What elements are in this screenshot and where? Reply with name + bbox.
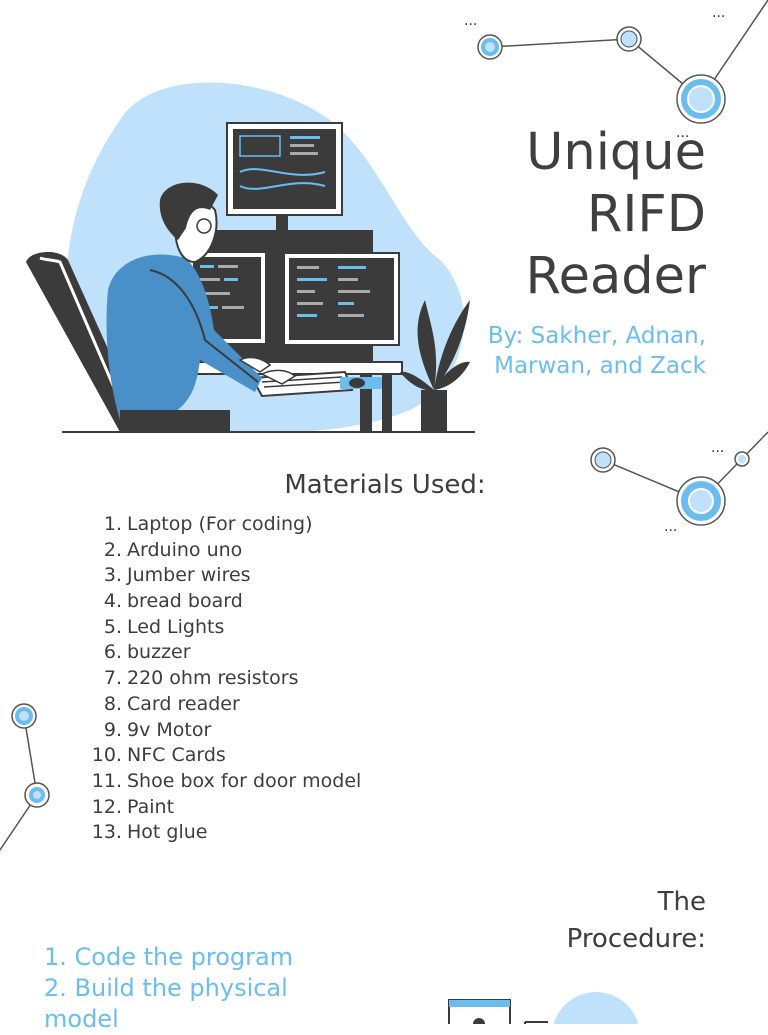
- material-item: 1.Laptop (For coding): [80, 512, 480, 538]
- procedure-step: 1. Code the program: [44, 943, 294, 971]
- material-item-text: Laptop (For coding): [127, 513, 313, 535]
- material-item: 8.Card reader: [80, 692, 480, 718]
- network-decoration-middle: ... ...: [590, 431, 768, 535]
- material-item-number: 8.: [103, 692, 122, 715]
- material-item-number: 7.: [103, 667, 122, 690]
- material-item-text: NFC Cards: [127, 744, 226, 767]
- procedure-step: 2. Build the physical: [44, 974, 288, 1002]
- authors-line: Marwan, and Zack: [494, 353, 706, 379]
- programmer-at-computer-illustration: [26, 82, 475, 433]
- partial-illustration-bottom: [448, 992, 639, 1024]
- material-item: 10.NFC Cards: [80, 743, 480, 769]
- material-item-number: 10.: [91, 744, 122, 767]
- material-item-number: 1.: [103, 513, 122, 535]
- svg-text:...: ...: [464, 13, 477, 29]
- material-item-number: 4.: [103, 590, 122, 613]
- title-line: Unique: [526, 123, 706, 182]
- title-line: Reader: [525, 247, 707, 306]
- title-line: RIFD: [586, 185, 706, 244]
- material-item-text: Hot glue: [127, 821, 208, 844]
- svg-text:...: ...: [676, 125, 689, 141]
- authors-line: By: Sakher, Adnan,: [487, 323, 706, 349]
- svg-text:...: ...: [711, 440, 724, 456]
- svg-text:...: ...: [712, 5, 725, 21]
- material-item: 9.9v Motor: [80, 718, 480, 744]
- material-item: 6.buzzer: [80, 640, 480, 666]
- material-item-number: 13.: [91, 821, 122, 844]
- network-decoration-left: [0, 703, 50, 851]
- material-item: 13.Hot glue: [80, 820, 480, 846]
- material-item: 12.Paint: [80, 795, 480, 821]
- material-item-text: Paint: [127, 795, 175, 818]
- material-item-text: Jumber wires: [127, 564, 251, 587]
- material-item-number: 12.: [91, 795, 122, 818]
- svg-text:...: ...: [664, 519, 677, 535]
- material-item-text: 9v Motor: [127, 718, 212, 741]
- material-item-text: 220 ohm resistors: [127, 667, 299, 690]
- material-item-text: Arduino uno: [127, 538, 243, 561]
- authors-byline: By: Sakher, Adnan, Marwan, and Zack: [406, 321, 706, 381]
- material-item-number: 9.: [103, 718, 122, 741]
- procedure-heading-line: Procedure:: [566, 924, 706, 954]
- material-item-text: Led Lights: [127, 615, 225, 638]
- material-item: 7.220 ohm resistors: [80, 666, 480, 692]
- material-item: 3.Jumber wires: [80, 563, 480, 589]
- material-item: 2.Arduino uno: [80, 538, 480, 564]
- procedure-heading: The Procedure:: [446, 884, 706, 958]
- material-item-number: 3.: [103, 564, 122, 587]
- procedure-list: 1. Code the program 2. Build the physica…: [44, 942, 374, 1035]
- material-item-text: Card reader: [127, 692, 240, 715]
- material-item-text: buzzer: [127, 641, 191, 664]
- material-item-number: 2.: [103, 538, 122, 561]
- procedure-step: model: [44, 1005, 119, 1033]
- material-item-number: 5.: [103, 615, 122, 638]
- material-item-number: 11.: [91, 769, 122, 792]
- page-title: Unique RIFD Reader: [446, 122, 707, 308]
- material-item-number: 6.: [103, 641, 122, 664]
- material-item: 11.Shoe box for door model: [80, 769, 480, 795]
- material-item: 5.Led Lights: [80, 615, 480, 641]
- material-item: 4.bread board: [80, 589, 480, 615]
- procedure-heading-line: The: [657, 887, 706, 917]
- network-decoration-top: ... ... ...: [464, 0, 768, 141]
- material-item-text: Shoe box for door model: [127, 769, 362, 792]
- material-item-text: bread board: [127, 590, 243, 613]
- materials-heading: Materials Used:: [284, 470, 486, 500]
